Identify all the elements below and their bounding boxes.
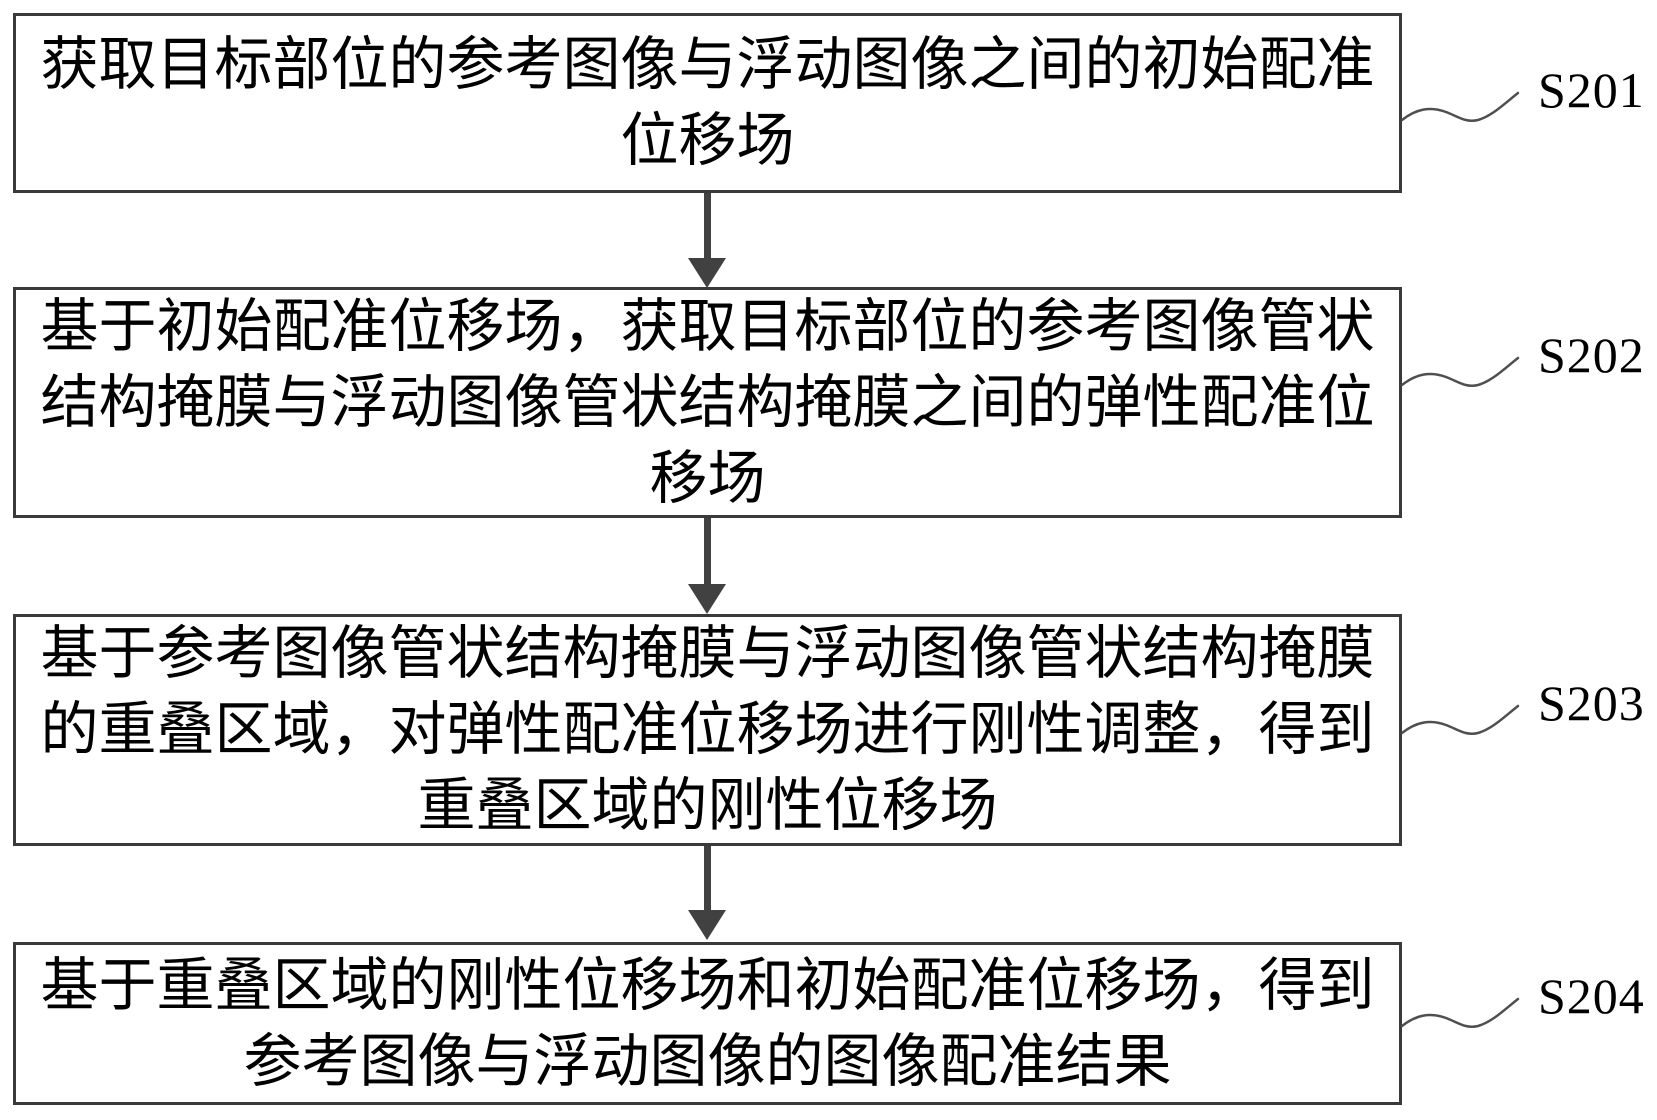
step-text-line: 基于初始配准位移场，获取目标部位的参考图像管状	[40, 293, 1375, 359]
step-text-line: 重叠区域的刚性位移场	[417, 773, 998, 838]
flow-arrow-shaft	[704, 193, 711, 260]
step-text-line: 的重叠区域，对弹性配准位移场进行刚性调整，得到	[40, 697, 1375, 762]
step-text-line: 移场	[649, 445, 766, 511]
step-box-s202: 基于初始配准位移场，获取目标部位的参考图像管状 结构掩膜与浮动图像管状结构掩膜之…	[13, 287, 1402, 518]
step-label-s204: S204	[1538, 968, 1645, 1024]
step-box-s201: 获取目标部位的参考图像与浮动图像之间的初始配准 位移场	[13, 13, 1402, 193]
flow-arrow-shaft	[704, 518, 711, 586]
label-connector-squiggle	[1400, 82, 1520, 127]
step-label-s201: S201	[1538, 62, 1645, 118]
flow-arrow-shaft	[704, 846, 711, 912]
step-label-s203: S203	[1538, 675, 1645, 731]
step-text-line: 基于重叠区域的刚性位移场和初始配准位移场，得到	[40, 952, 1375, 1018]
label-connector-squiggle	[1400, 988, 1520, 1033]
flow-arrow-head-icon	[688, 910, 726, 940]
step-box-s204: 基于重叠区域的刚性位移场和初始配准位移场，得到 参考图像与浮动图像的图像配准结果	[13, 942, 1402, 1105]
step-box-s203: 基于参考图像管状结构掩膜与浮动图像管状结构掩膜 的重叠区域，对弹性配准位移场进行…	[13, 614, 1402, 846]
step-text-line: 基于参考图像管状结构掩膜与浮动图像管状结构掩膜	[40, 621, 1375, 686]
flow-arrow-head-icon	[688, 584, 726, 614]
step-text-line: 获取目标部位的参考图像与浮动图像之间的初始配准	[40, 32, 1375, 97]
step-text-line: 位移场	[620, 108, 795, 173]
label-connector-squiggle	[1400, 347, 1520, 392]
step-label-s202: S202	[1538, 327, 1645, 383]
label-connector-squiggle	[1400, 695, 1520, 740]
step-text-line: 结构掩膜与浮动图像管状结构掩膜之间的弹性配准位	[40, 369, 1375, 435]
flow-arrow-head-icon	[688, 258, 726, 288]
step-text-line: 参考图像与浮动图像的图像配准结果	[243, 1028, 1172, 1094]
